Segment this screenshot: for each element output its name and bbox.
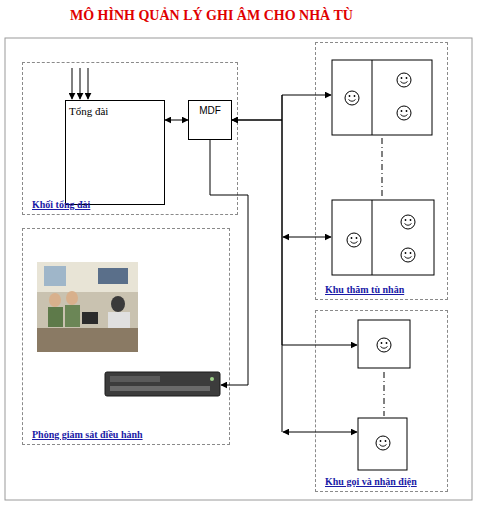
visit-room [332,60,432,135]
outer-frame [5,38,472,500]
photo-desk [37,328,138,352]
branch-arrow [283,237,331,238]
trunk-line [72,68,73,99]
room-divider [372,60,373,135]
diagram-title: MÔ HÌNH QUẢN LÝ GHI ÂM CHO NHÀ TÙ [70,7,362,24]
photo-person [49,293,61,307]
trunk-line [88,68,89,99]
photo-person [65,305,80,327]
trunk-line [80,68,81,99]
connector-arrow [210,140,248,385]
connector-arrow [232,95,331,120]
photo-monitor [82,312,98,324]
device-led [210,377,214,381]
call-booth [358,320,410,368]
person-icon [401,248,415,262]
continuation-line [382,138,383,198]
person-icon [377,338,391,352]
bus-line [282,95,283,432]
person-icon [397,73,411,87]
photo-wall [37,262,138,292]
box-label: Tổng đài [69,105,108,117]
photo-screen [98,268,128,284]
photo-person [48,307,63,327]
device-panel [110,376,160,382]
switchboard-box: Tổng đài [65,100,165,205]
person-icon [376,436,390,450]
room-divider [372,200,373,275]
photo-window [44,266,66,286]
connector-arrow [232,120,357,345]
zone-group: Khu thăm tù nhân [315,42,448,300]
device-panel [110,386,210,391]
recorder-device [105,372,220,396]
mdf-box: MDF [188,100,232,140]
photo-person [108,312,130,334]
zone-group: Khu gọi và nhận điện [315,310,448,492]
call-booth [358,418,407,470]
zone-group: Phòng giám sát điều hành [22,228,230,445]
connector-arrow [165,120,188,121]
visit-room [332,200,434,275]
person-icon [345,91,359,105]
control-room-photo [37,262,138,352]
zone-label: Khối tổng đài [32,199,90,210]
zone-label: Phòng giám sát điều hành [32,429,143,440]
branch-arrow [283,432,357,433]
person-icon [347,233,361,247]
person-icon [397,106,411,120]
zone-label: Khu thăm tù nhân [325,284,404,295]
photo-person [111,296,125,312]
photo-person [66,291,78,305]
zone-group: Tổng đài MDF Khối tổng đài [22,62,238,215]
continuation-line [384,372,385,416]
zone-label: Khu gọi và nhận điện [325,476,417,487]
box-label: MDF [189,105,231,116]
person-icon [401,215,415,229]
